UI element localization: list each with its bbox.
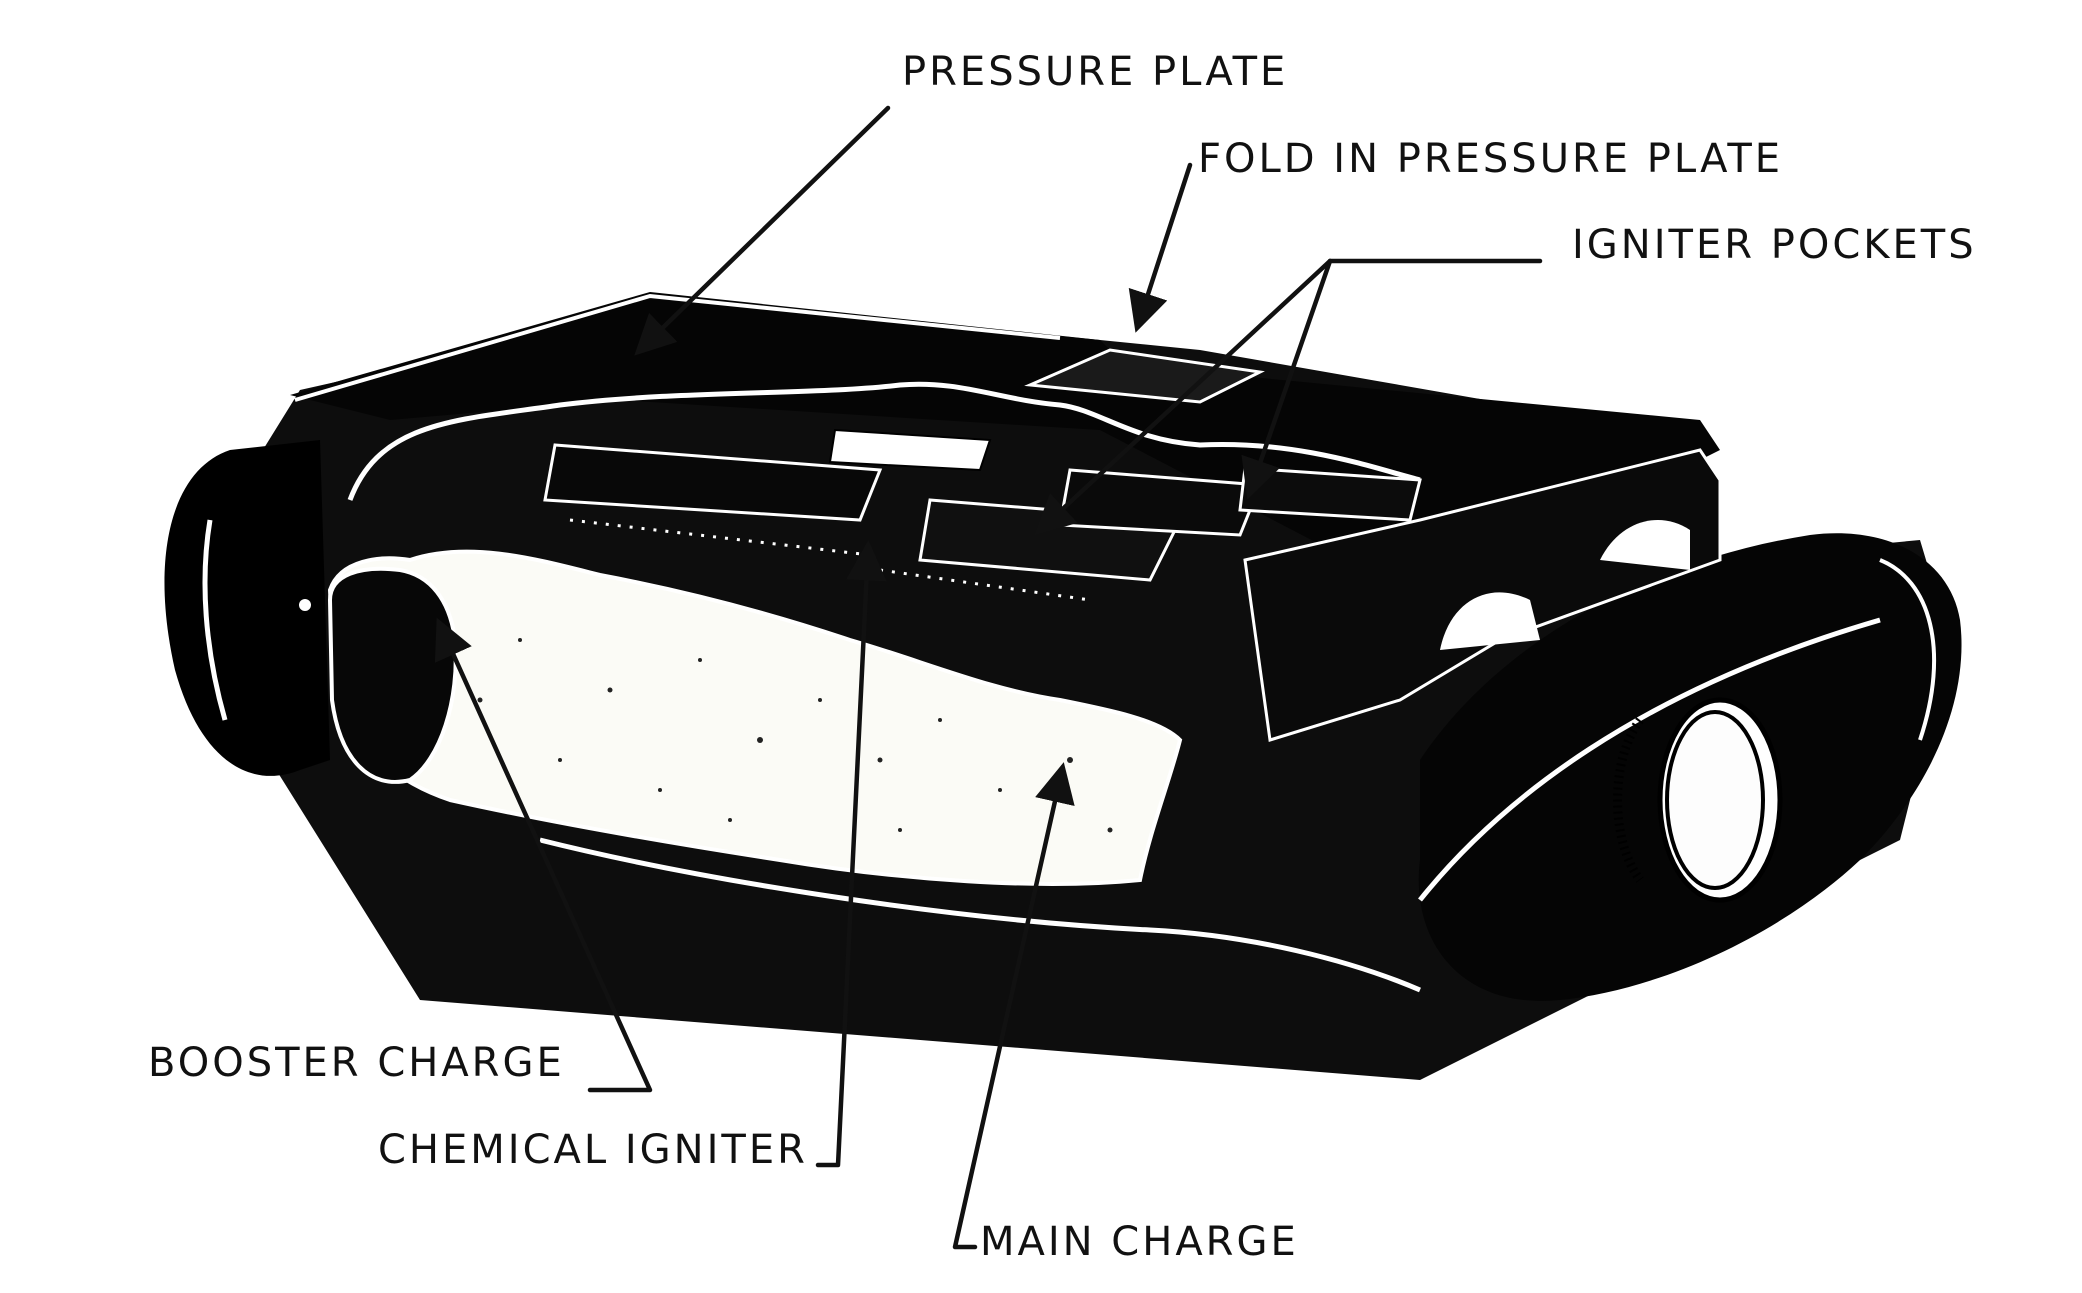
igniter-block-left <box>543 443 883 522</box>
right-cylinder-end-rim <box>1879 558 1937 741</box>
label-fold-in-pressure-plate: FOLD IN PRESSURE PLATE <box>1198 136 1783 182</box>
label-igniter-pockets: IGNITER POCKETS <box>1572 222 1977 268</box>
bracket-arch-2 <box>1600 520 1690 570</box>
leader-chemical-igniter <box>815 539 887 1168</box>
pressure-plate-fold <box>1024 348 1265 404</box>
bracket-arch-1 <box>1440 592 1540 650</box>
label-pressure-plate: PRESSURE PLATE <box>902 49 1288 95</box>
arming-knob <box>1665 710 1765 890</box>
leader-main-charge <box>952 762 1075 1250</box>
leader-fold <box>1128 162 1193 333</box>
labels: PRESSURE PLATE FOLD IN PRESSURE PLATE IG… <box>148 49 1977 1265</box>
side-bracket <box>1243 448 1722 742</box>
right-cylinder-highlight <box>1418 617 1881 902</box>
booster-charge-cavity <box>327 566 458 784</box>
main-charge-fill <box>327 549 1183 886</box>
leader-pressure-plate <box>634 105 891 356</box>
leader-igniter-pockets-a <box>1034 258 1333 536</box>
leader-igniter-pockets-b <box>1241 258 1333 500</box>
leader-booster-charge <box>434 617 653 1093</box>
leader-lines <box>434 105 1543 1250</box>
pressure-plate-edge <box>294 293 1061 402</box>
main-charge-speckles <box>477 638 1113 833</box>
igniter-pocket-lid <box>828 428 992 472</box>
left-end-cap-highlight <box>202 519 228 721</box>
igniter-dotted-line <box>569 518 871 557</box>
mine-body <box>164 292 1962 1080</box>
left-end-cap <box>164 440 330 776</box>
arming-knob-knurl <box>1613 717 1644 883</box>
cutaway-outline-upper <box>347 381 1421 501</box>
body-bottom-edge <box>539 837 1421 993</box>
label-booster-charge: BOOSTER CHARGE <box>148 1040 565 1086</box>
label-chemical-igniter: CHEMICAL IGNITER <box>378 1127 808 1173</box>
label-main-charge: MAIN CHARGE <box>980 1219 1299 1265</box>
